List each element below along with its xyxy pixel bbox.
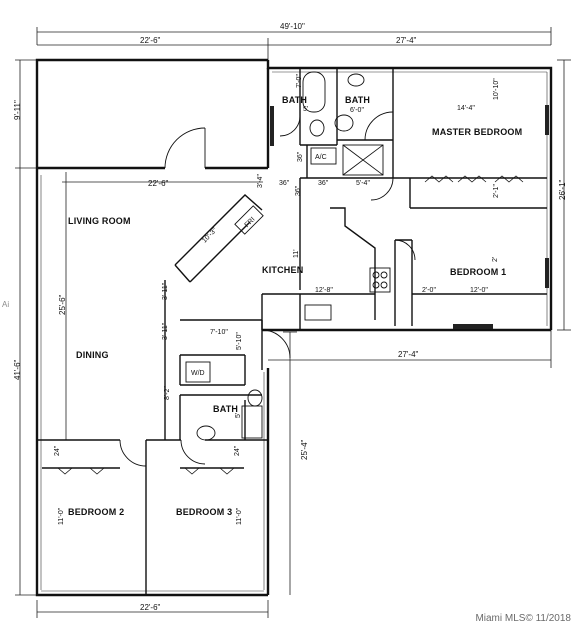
interior-walls bbox=[37, 68, 547, 595]
dim-dining-510: 5'-10" bbox=[236, 332, 243, 350]
dim-closet-36-c: 36" bbox=[318, 180, 329, 187]
dim-dining-311b: 3'-11" bbox=[162, 322, 169, 340]
dim-bed1-2: 2' bbox=[492, 257, 499, 262]
dim-living-height: 25'-6" bbox=[58, 294, 67, 315]
dim-top-left-width: 22'-6" bbox=[140, 36, 161, 45]
door-swings bbox=[119, 111, 416, 467]
dim-bottom-width: 22'-6" bbox=[140, 603, 161, 612]
fixture-label-wd: W/D bbox=[191, 370, 205, 377]
dim-dining-710: 7'-10" bbox=[210, 329, 228, 336]
dim-kitchen-128: 12'-8" bbox=[315, 287, 333, 294]
side-watermark: Ai bbox=[2, 300, 10, 309]
room-label-bath-a: BATH bbox=[282, 95, 307, 105]
dim-bed3-h: 11'-0" bbox=[236, 507, 243, 525]
dim-closet-54: 5'-4" bbox=[356, 180, 370, 187]
room-label-kitchen: KITCHEN bbox=[262, 265, 303, 275]
dim-kitchen-11: 11' bbox=[293, 249, 300, 258]
window-markers bbox=[270, 105, 549, 329]
dimension-lines bbox=[15, 27, 571, 618]
dim-dining-311a: 3'-11" bbox=[162, 282, 169, 300]
dim-left-overall-height: 41'-6" bbox=[13, 359, 22, 380]
dim-bed1-21: 2'-1" bbox=[493, 184, 500, 198]
dim-bed1-120: 12'-0" bbox=[470, 287, 488, 294]
dim-top-right-width: 27'-4" bbox=[396, 36, 417, 45]
dim-diag-103: 10'-3" bbox=[201, 227, 219, 245]
room-label-bedroom-3: BEDROOM 3 bbox=[176, 507, 232, 517]
dim-closet-36-d: 36" bbox=[295, 185, 302, 196]
dim-closet-36-b: 36" bbox=[279, 180, 290, 187]
dim-right-height: 26'-1" bbox=[558, 179, 567, 200]
exterior-walls bbox=[35, 58, 553, 597]
dim-bath-a-w: 5' bbox=[303, 106, 308, 113]
room-label-bedroom-2: BEDROOM 2 bbox=[68, 507, 124, 517]
dim-bed2-24: 24" bbox=[54, 445, 61, 456]
dim-right-lower-h: 25'-4" bbox=[300, 439, 309, 460]
dim-dining-82: 8'-2" bbox=[164, 386, 171, 400]
room-label-dining: DINING bbox=[76, 350, 109, 360]
dim-master-h: 10'-10" bbox=[493, 78, 500, 100]
dim-bath-b-w: 6'-0" bbox=[350, 107, 364, 114]
dim-bed3-24: 24" bbox=[234, 445, 241, 456]
dim-living-width: 22'-6" bbox=[148, 179, 169, 188]
dim-closet-36-a: 36" bbox=[297, 151, 304, 162]
room-label-bath-b: BATH bbox=[345, 95, 370, 105]
closet-bifolds bbox=[57, 175, 524, 475]
dim-bed1-20: 2'-0" bbox=[422, 287, 436, 294]
fixture-label-ac: A/C bbox=[315, 154, 327, 161]
dim-diag-34: 3'-4" bbox=[257, 174, 264, 188]
dim-bath-a-h: 7'-0" bbox=[296, 74, 303, 88]
dim-right-lower-w: 27'-4" bbox=[398, 350, 419, 359]
dim-bath-c-w: 5' bbox=[235, 413, 242, 418]
room-label-master-bedroom: MASTER BEDROOM bbox=[432, 127, 522, 137]
room-label-bedroom-1: BEDROOM 1 bbox=[450, 267, 506, 277]
dim-overall-width: 49'-10" bbox=[280, 22, 305, 31]
mls-watermark: Miami MLS© 11/2018 bbox=[475, 613, 571, 624]
room-label-bath-c: BATH bbox=[213, 404, 238, 414]
dim-bed2-h: 11'-0" bbox=[58, 507, 65, 525]
dim-master-w: 14'-4" bbox=[457, 105, 475, 112]
fixture-label-fri: FRI bbox=[244, 216, 257, 229]
fixtures bbox=[185, 71, 391, 441]
dim-left-top-height: 9'-11" bbox=[13, 100, 22, 120]
room-label-living-room: LIVING ROOM bbox=[68, 216, 131, 226]
